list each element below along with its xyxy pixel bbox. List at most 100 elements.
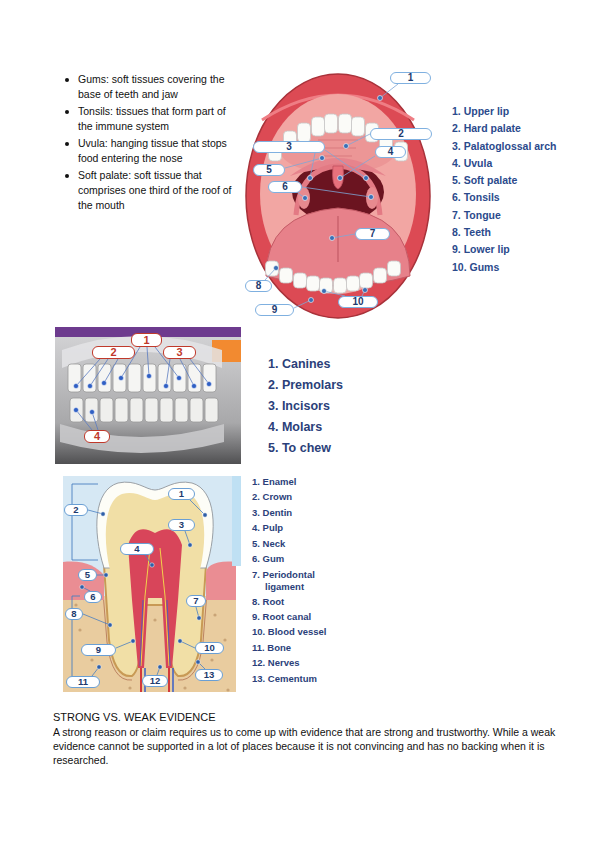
callout-number: 10: [204, 643, 215, 653]
callout-number: 9: [96, 645, 101, 655]
callout-number: 7: [193, 596, 198, 606]
leader-line: [83, 614, 110, 625]
dot: [207, 382, 212, 387]
callout-box: 4: [84, 430, 110, 443]
part-name: 10. Blood vessel: [252, 626, 326, 638]
leader-line: [180, 641, 195, 648]
part-name: 2. Hard palate: [452, 122, 521, 135]
dot: [196, 660, 200, 664]
dot: [74, 408, 79, 413]
leader-line: [190, 500, 205, 515]
leader-line: [380, 84, 398, 98]
dot: [150, 563, 154, 567]
callout-number: 2: [398, 129, 404, 139]
bone-pore: [210, 658, 213, 661]
tooth: [145, 398, 158, 422]
tooth: [320, 278, 333, 293]
callout-box: 1: [131, 333, 162, 347]
leader-line: [190, 359, 209, 384]
tooth-section: [63, 476, 241, 692]
callout-number: 8: [71, 609, 76, 619]
dot: [80, 585, 84, 589]
part-name: 1. Upper lip: [452, 105, 509, 118]
part-name: 3. Incisors: [268, 398, 330, 414]
dot: [378, 96, 383, 101]
leader-line: [294, 300, 311, 308]
dot: [97, 665, 101, 669]
part-name: 7. Tongue: [452, 209, 501, 222]
part-name: 5. Soft palate: [452, 174, 517, 187]
bone-pore: [78, 628, 81, 631]
callout-number: 3: [286, 142, 292, 152]
tooth: [130, 398, 143, 422]
callout-box: 4: [120, 543, 154, 555]
dot: [101, 512, 105, 516]
callout-box: 9: [255, 304, 294, 316]
tooth: [334, 278, 347, 293]
nerve: [141, 548, 169, 666]
tooth: [312, 117, 325, 136]
dot: [344, 144, 349, 149]
leader-line: [285, 158, 322, 168]
leader-line: [180, 359, 194, 386]
callout-number: 6: [282, 182, 288, 192]
dot: [74, 384, 79, 389]
tooth: [388, 261, 401, 276]
part-name: 8. Root: [252, 596, 284, 608]
dot: [102, 381, 107, 386]
callout-box: 9: [81, 644, 116, 656]
part-name: 6. Gum: [252, 553, 284, 565]
tooth: [113, 364, 126, 392]
callout-number: 6: [90, 592, 95, 602]
leader-line: [116, 641, 133, 648]
tooth: [347, 276, 360, 291]
tooth: [173, 364, 186, 392]
callout-box: 5: [78, 569, 97, 581]
callout-box: 5: [253, 164, 285, 176]
dot: [158, 665, 162, 669]
dot: [322, 289, 327, 294]
callout-box: 10: [195, 642, 224, 654]
tooth: [203, 364, 216, 392]
tongue-groove: [337, 216, 338, 262]
bone-pore: [223, 638, 226, 641]
part-name: 9. Root canal: [252, 611, 311, 623]
callout-box: 10: [338, 296, 378, 308]
dot: [309, 298, 314, 303]
leader-line: [346, 134, 370, 146]
part-name: 11. Bone: [252, 642, 291, 654]
marker-dots: [274, 96, 383, 303]
dot: [338, 176, 343, 181]
callout-number: 4: [388, 147, 394, 157]
callout-number: 2: [110, 347, 116, 358]
model-lower-teeth: [70, 398, 218, 422]
tooth: [98, 364, 111, 392]
callout-box: 3: [253, 141, 325, 153]
lower-jaw: [60, 424, 224, 453]
tooth: [374, 268, 387, 283]
bullet-note: Uvula: hanging tissue that stops food en…: [78, 136, 242, 166]
bone-pore: [128, 686, 131, 689]
callout-box: 2: [370, 128, 432, 140]
callout-number: 11: [78, 677, 88, 687]
callout-box: 6: [84, 591, 102, 603]
tooth: [307, 276, 320, 291]
side-panel: [232, 476, 241, 566]
callout-number: 12: [150, 676, 161, 686]
tonsil: [366, 187, 378, 209]
dot: [369, 195, 374, 200]
bone-pore: [74, 603, 77, 606]
callout-box: 7: [186, 595, 206, 607]
callout-number: 5: [85, 570, 90, 580]
part-name: 3. Dentin: [252, 507, 292, 519]
callout-box: 6: [268, 181, 302, 193]
section-heading: STRONG VS. WEAK EVIDENCE: [53, 710, 216, 724]
tooth: [143, 364, 156, 392]
part-name: 9. Lower lip: [452, 243, 510, 256]
body-paragraph: A strong reason or claim requires us to …: [53, 725, 583, 767]
leader-line: [92, 412, 98, 430]
leader-line: [76, 359, 100, 386]
part-name: 8. Teeth: [452, 226, 491, 239]
part-name: 7. Periodontal ligament: [252, 569, 352, 593]
section-ground: [63, 476, 236, 692]
